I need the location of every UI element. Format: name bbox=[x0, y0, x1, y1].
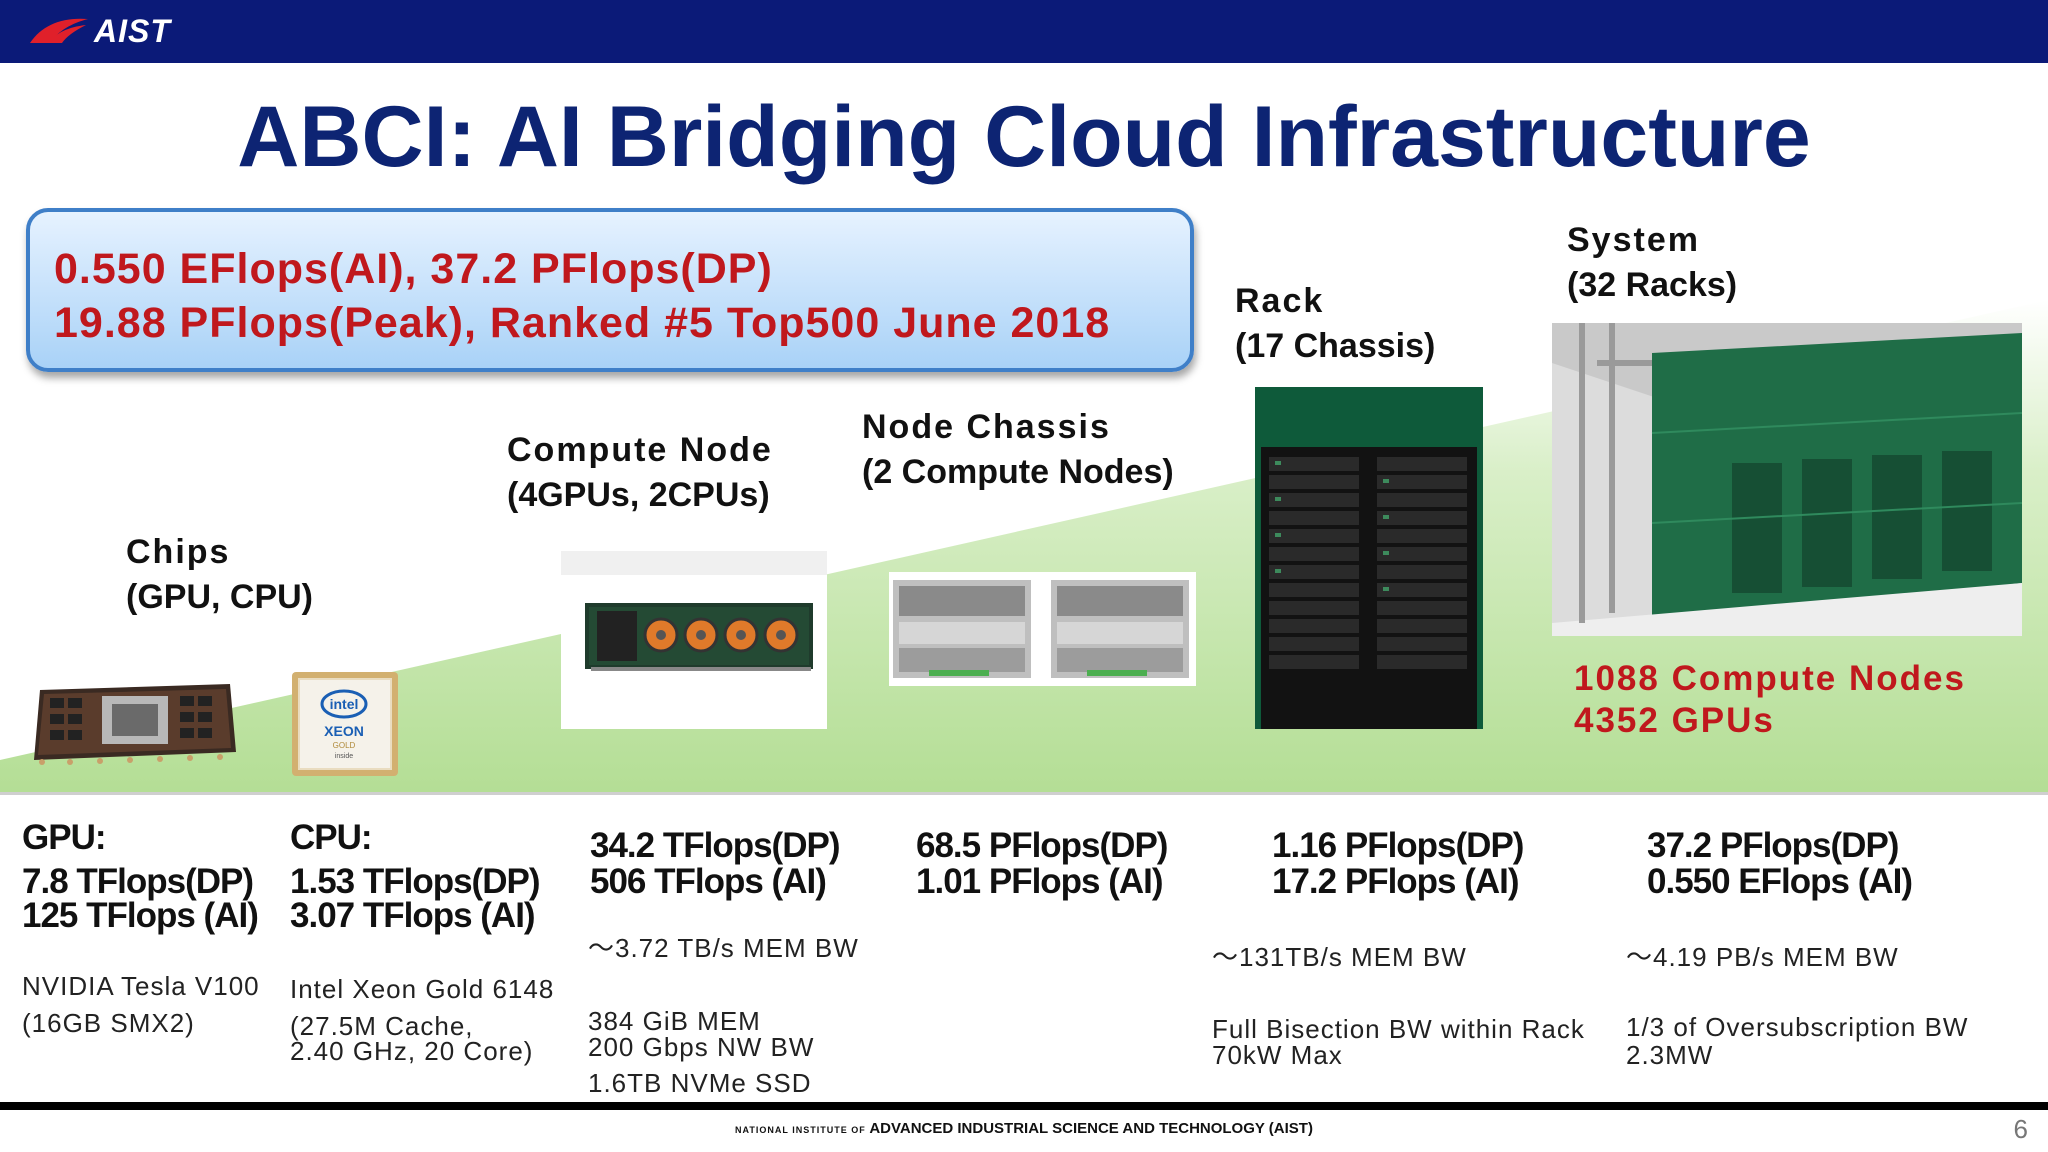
gpu-detail-model: NVIDIA Tesla V100 bbox=[22, 971, 260, 1001]
system-mem-bw: ～4.19 PB/s MEM BW bbox=[1626, 942, 1899, 972]
cpu-xeon-label: XEON bbox=[324, 723, 364, 739]
system-detail-power: 2.3MW bbox=[1626, 1040, 1714, 1070]
stage-title: Rack bbox=[1235, 282, 1325, 320]
cpu-detail-model: Intel Xeon Gold 6148 bbox=[290, 974, 555, 1004]
rack-perf-ai: 17.2 PFlops (AI) bbox=[1272, 862, 1520, 901]
rack-perf-dp: 1.16 PFlops(DP) bbox=[1272, 826, 1524, 865]
gpu-heading: GPU: bbox=[22, 818, 106, 857]
gpu-photo bbox=[30, 680, 240, 770]
rack-detail-bisection: Full Bisection BW within Rack bbox=[1212, 1014, 1585, 1044]
stage-subtitle: (4GPUs, 2CPUs) bbox=[507, 476, 770, 514]
rack-photo bbox=[1255, 387, 1483, 729]
aist-logo: AIST bbox=[28, 12, 171, 49]
rack-detail-power: 70kW Max bbox=[1212, 1040, 1343, 1070]
gpu-perf-dp: 7.8 TFlops(DP) bbox=[22, 862, 254, 901]
system-perf-ai: 0.550 EFlops (AI) bbox=[1647, 862, 1913, 901]
page-title: ABCI: AI Bridging Cloud Infrastructure bbox=[237, 89, 1811, 185]
node-detail-network: 200 Gbps NW BW bbox=[588, 1032, 815, 1062]
node-perf-ai: 506 TFlops (AI) bbox=[590, 862, 827, 901]
node-detail-memory: 384 GiB MEM bbox=[588, 1006, 761, 1036]
cpu-perf-dp: 1.53 TFlops(DP) bbox=[290, 862, 540, 901]
system-photo bbox=[1552, 323, 2022, 636]
stage-chips: Chips (GPU, CPU) bbox=[126, 530, 313, 620]
callout-line-2: 19.88 PFlops(Peak), Ranked #5 Top500 Jun… bbox=[54, 299, 1111, 347]
system-nodes-count: 1088 Compute Nodes bbox=[1574, 659, 1966, 698]
footer-divider bbox=[0, 1102, 2048, 1110]
stage-subtitle: (GPU, CPU) bbox=[126, 578, 313, 616]
stage-compute-node: Compute Node (4GPUs, 2CPUs) bbox=[507, 428, 773, 518]
chassis-perf-ai: 1.01 PFlops (AI) bbox=[916, 862, 1164, 901]
cpu-heading: CPU: bbox=[290, 818, 373, 857]
cpu-intel-label: intel bbox=[330, 696, 359, 712]
stage-subtitle: (17 Chassis) bbox=[1235, 327, 1436, 365]
chassis-perf-dp: 68.5 PFlops(DP) bbox=[916, 826, 1168, 865]
summary-callout: 0.550 EFlops(AI), 37.2 PFlops(DP) 19.88 … bbox=[26, 208, 1194, 372]
stage-subtitle: (32 Racks) bbox=[1567, 266, 1738, 304]
page-number: 6 bbox=[2013, 1114, 2028, 1144]
logo-text: AIST bbox=[94, 12, 171, 49]
cpu-gold-label: GOLD bbox=[333, 741, 356, 750]
gpu-perf-ai: 125 TFlops (AI) bbox=[22, 896, 259, 935]
stage-rack: Rack (17 Chassis) bbox=[1235, 279, 1435, 369]
stage-subtitle: (2 Compute Nodes) bbox=[862, 453, 1174, 491]
stage-title: Chips bbox=[126, 533, 231, 571]
cpu-detail-clock: 2.40 GHz, 20 Core) bbox=[290, 1036, 534, 1066]
footer-prefix: NATIONAL INSTITUTE OF bbox=[735, 1125, 866, 1135]
cpu-photo: intel XEON GOLD inside bbox=[290, 670, 400, 778]
footer-institute: ADVANCED INDUSTRIAL SCIENCE AND TECHNOLO… bbox=[869, 1120, 1313, 1137]
node-perf-dp: 34.2 TFlops(DP) bbox=[590, 826, 840, 865]
stage-title: Node Chassis bbox=[862, 408, 1111, 446]
node-chassis-photo bbox=[889, 572, 1196, 686]
header-bar: AIST bbox=[0, 0, 2048, 63]
cpu-perf-ai: 3.07 TFlops (AI) bbox=[290, 896, 536, 935]
cpu-inside-label: inside bbox=[335, 753, 353, 760]
system-detail-oversubscription: 1/3 of Oversubscription BW bbox=[1626, 1012, 1969, 1042]
aist-logo-icon bbox=[30, 18, 88, 43]
cpu-detail-cache: (27.5M Cache, bbox=[290, 1011, 474, 1041]
gpu-detail-memory: (16GB SMX2) bbox=[22, 1008, 195, 1038]
system-perf-dp: 37.2 PFlops(DP) bbox=[1647, 826, 1899, 865]
compute-node-photo bbox=[561, 551, 827, 729]
stage-title: System bbox=[1567, 221, 1700, 259]
node-mem-bw: ～3.72 TB/s MEM BW bbox=[588, 933, 859, 963]
callout-line-1: 0.550 EFlops(AI), 37.2 PFlops(DP) bbox=[54, 245, 773, 293]
node-detail-ssd: 1.6TB NVMe SSD bbox=[588, 1068, 812, 1098]
system-gpu-count: 4352 GPUs bbox=[1574, 701, 1775, 740]
stage-node-chassis: Node Chassis (2 Compute Nodes) bbox=[862, 405, 1174, 495]
stage-title: Compute Node bbox=[507, 431, 773, 469]
stage-system: System (32 Racks) bbox=[1567, 218, 1737, 308]
rack-mem-bw: ～131TB/s MEM BW bbox=[1212, 942, 1467, 972]
footer-text: NATIONAL INSTITUTE OF ADVANCED INDUSTRIA… bbox=[0, 1120, 2048, 1137]
